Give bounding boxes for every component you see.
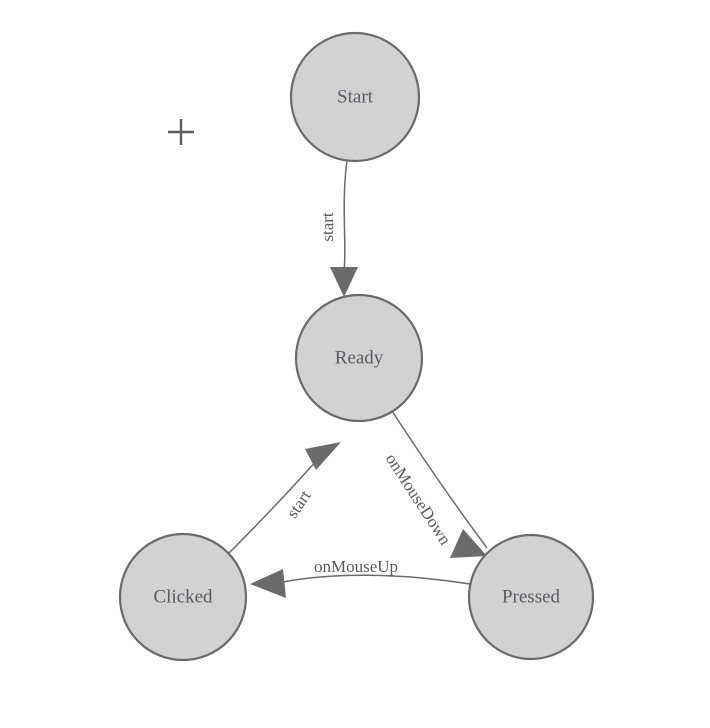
edge-ready-to-pressed-path — [391, 410, 488, 549]
edge-ready-to-pressed-arrowhead — [450, 529, 487, 558]
node-ready[interactable]: Ready — [294, 293, 424, 423]
edge-pressed-to-clicked-arrowhead — [250, 569, 286, 598]
edge-pressed-to-clicked[interactable]: onMouseUp — [250, 557, 471, 598]
node-start-circle — [289, 31, 421, 163]
node-ready-label: Ready — [335, 347, 384, 368]
edge-ready-to-pressed-label: onMouseDown — [382, 450, 455, 549]
edge-start-to-ready-label: start — [318, 212, 337, 242]
node-clicked[interactable]: Clicked — [118, 532, 248, 662]
node-clicked-circle — [118, 532, 248, 662]
node-start[interactable]: Start — [289, 31, 421, 163]
node-pressed[interactable]: Pressed — [467, 533, 595, 661]
edge-start-to-ready-arrowhead — [330, 267, 358, 297]
edge-ready-to-pressed[interactable]: onMouseDown — [382, 410, 488, 558]
node-pressed-label: Pressed — [502, 586, 561, 607]
node-pressed-circle — [467, 533, 595, 661]
edge-clicked-to-ready[interactable]: start — [228, 442, 341, 554]
edge-clicked-to-ready-arrowhead — [305, 442, 341, 470]
plus-marker[interactable] — [168, 119, 194, 145]
node-ready-circle — [294, 293, 424, 423]
node-start-label: Start — [337, 86, 374, 107]
edge-pressed-to-clicked-label: onMouseUp — [314, 557, 398, 576]
node-clicked-label: Clicked — [153, 586, 213, 607]
edge-start-to-ready-path — [343, 159, 348, 273]
edge-pressed-to-clicked-path — [277, 574, 471, 585]
edge-start-to-ready[interactable]: start — [318, 159, 358, 297]
